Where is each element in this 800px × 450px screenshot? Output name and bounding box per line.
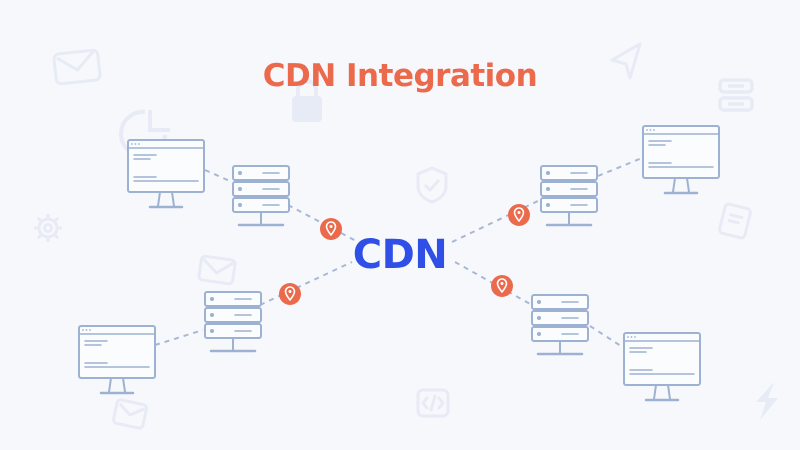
link-monitor-tr-to-server-tr [597,157,643,177]
computer-icon-bottom-right [622,331,702,402]
server-rack-icon-bottom-right [530,293,590,356]
decor-code-icon [416,388,450,418]
server-rack-icon-bottom-left [203,290,263,353]
page-title: CDN Integration [262,58,538,94]
computer-icon-bottom-left [77,324,157,395]
location-pin-icon-top-right [507,203,531,227]
decor-lightning-icon [756,382,778,420]
server-rack-icon-top-right [539,164,599,227]
decor-document-icon [718,202,752,240]
link-server-bl-to-cdn [259,261,353,306]
computer-icon-top-left [126,138,206,209]
location-pin-icon-bottom-left [278,282,302,306]
decor-lock-icon [292,79,322,122]
decor-database-icon [718,78,754,112]
decor-shield-icon [416,166,448,204]
decor-gear-icon [34,214,62,242]
decor-mail-icon-mid [197,254,237,286]
cdn-center-label: CDN [352,232,448,278]
link-monitor-tl-to-server-tl [204,169,233,183]
link-monitor-bl-to-server-bl [154,329,204,346]
location-pin-icon-bottom-right [490,274,514,298]
decor-mail-icon-bottom [112,398,148,430]
decor-mail-icon-top-left [52,48,102,86]
server-rack-icon-top-left [231,164,291,227]
computer-icon-top-right [641,124,721,195]
link-monitor-br-to-server-br [589,325,625,349]
decor-send-icon [610,42,642,80]
link-server-tl-to-cdn [287,204,359,243]
